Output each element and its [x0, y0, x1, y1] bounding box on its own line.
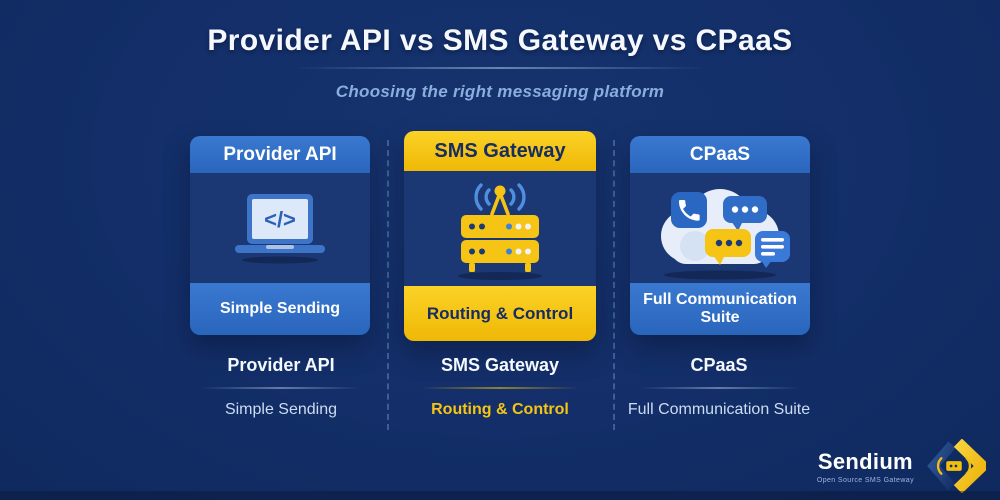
- summary-provider-api-label: Provider API: [227, 355, 335, 375]
- card-cpaas-body: [630, 173, 810, 283]
- brand-block: Sendium Open Source SMS Gateway: [817, 439, 986, 493]
- card-provider-api: Provider API </> Simple Sending: [190, 136, 370, 335]
- laptop-code-icon: </>: [235, 194, 325, 264]
- summary-provider-api: Provider API Simple Sending: [172, 355, 391, 419]
- summary-row: Provider API Simple Sending SMS Gateway …: [0, 355, 1000, 419]
- summary-sms-gateway: SMS Gateway Routing & Control: [391, 355, 610, 419]
- card-sms-gateway-body: [404, 171, 596, 286]
- chat-bubble-dots-blue-icon: [723, 196, 767, 231]
- card-provider-api-body: </>: [190, 173, 370, 283]
- chat-bubble-dots-yellow-icon: [705, 229, 751, 265]
- comparison-cards-row: Provider API </> Simple Sending SMS Gate…: [0, 131, 1000, 341]
- brand-name: Sendium: [817, 448, 913, 474]
- sendium-logo-icon: [927, 439, 986, 493]
- summary-divider: [201, 387, 361, 389]
- card-cpaas-header: CPaaS: [630, 136, 810, 173]
- code-glyph: </>: [264, 207, 296, 232]
- card-provider-api-header: Provider API: [190, 136, 370, 173]
- summary-provider-api-value: Simple Sending: [224, 401, 338, 418]
- card-cpaas-footer: Full Communication Suite: [630, 283, 810, 335]
- summary-cpaas-value: Full Communication Suite: [627, 401, 811, 418]
- server-antenna-icon: [458, 182, 542, 280]
- cloud-communication-icon: [661, 189, 790, 280]
- column-divider-2: [613, 140, 615, 430]
- brand-tagline: Open Source SMS Gateway: [816, 476, 914, 484]
- card-provider-api-footer: Simple Sending: [190, 283, 370, 335]
- phone-badge-icon: [671, 192, 707, 228]
- card-sms-gateway-header: SMS Gateway: [404, 131, 596, 171]
- card-sms-gateway: SMS Gateway Routing & Control: [404, 131, 596, 341]
- chat-bubble-text-icon: [755, 231, 790, 268]
- page-title: Provider API vs SMS Gateway vs CPaaS: [207, 24, 793, 57]
- card-cpaas: CPaaS: [630, 136, 810, 335]
- page-subtitle: Choosing the right messaging platform: [335, 82, 665, 101]
- brand-text: Sendium Open Source SMS Gateway: [817, 449, 914, 484]
- summary-divider: [420, 387, 580, 389]
- summary-sms-gateway-value: Routing & Control: [431, 401, 569, 418]
- column-divider-1: [387, 140, 389, 430]
- card-sms-gateway-footer: Routing & Control: [404, 286, 596, 341]
- summary-sms-gateway-label: SMS Gateway: [440, 355, 560, 375]
- summary-cpaas: CPaaS Full Communication Suite: [610, 355, 829, 419]
- summary-divider: [639, 387, 799, 389]
- summary-cpaas-label: CPaaS: [690, 355, 748, 375]
- title-divider: [295, 67, 705, 69]
